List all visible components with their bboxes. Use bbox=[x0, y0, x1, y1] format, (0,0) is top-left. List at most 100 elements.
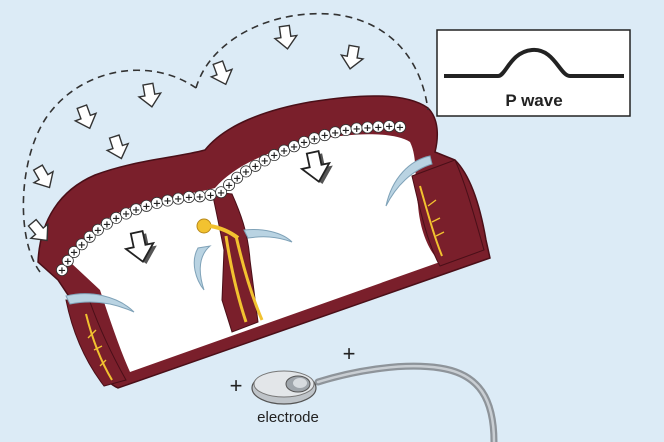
positive-charge: + bbox=[383, 120, 396, 133]
valve-leaflets bbox=[65, 155, 433, 313]
hollow-down-arrow bbox=[339, 44, 365, 70]
positive-charge: + bbox=[172, 192, 185, 205]
svg-text:+: + bbox=[174, 194, 182, 205]
positive-charge: + bbox=[288, 140, 301, 153]
svg-text:+: + bbox=[70, 248, 78, 259]
svg-text:+: + bbox=[261, 156, 269, 167]
positive-charge: + bbox=[268, 149, 281, 162]
svg-text:+: + bbox=[331, 128, 339, 139]
positive-charge: + bbox=[298, 135, 311, 149]
positive-charge: + bbox=[329, 126, 342, 139]
positive-charge: + bbox=[91, 223, 104, 236]
svg-text:+: + bbox=[196, 192, 204, 203]
positive-charge: + bbox=[161, 194, 174, 207]
positive-charge: + bbox=[83, 230, 96, 243]
svg-text:+: + bbox=[112, 214, 120, 225]
right-wall bbox=[411, 159, 485, 267]
positive-charge: + bbox=[75, 238, 88, 251]
svg-text:+: + bbox=[396, 123, 404, 134]
positive-charge: + bbox=[223, 178, 236, 192]
positive-charge: + bbox=[239, 165, 252, 178]
depolarization-arrows bbox=[123, 150, 333, 265]
field-line bbox=[22, 69, 197, 273]
positive-charge: + bbox=[215, 186, 228, 199]
positive-charge: + bbox=[350, 122, 363, 135]
svg-text:+: + bbox=[251, 161, 259, 172]
positive-charge-row: ++++++++++++++++++++++++++++++++++++ bbox=[56, 120, 406, 277]
positive-charge: + bbox=[339, 124, 352, 137]
conduction-system bbox=[85, 185, 445, 381]
svg-text:+: + bbox=[270, 151, 278, 162]
svg-text:+: + bbox=[321, 131, 329, 142]
svg-text:+: + bbox=[58, 266, 66, 277]
svg-text:+: + bbox=[363, 123, 371, 134]
electrode-assembly: + + electrode bbox=[230, 341, 498, 442]
svg-text:+: + bbox=[64, 256, 72, 267]
svg-text:+: + bbox=[94, 225, 102, 236]
svg-text:+: + bbox=[385, 122, 393, 133]
svg-text:+: + bbox=[242, 167, 250, 178]
electrode-polarity-left: + bbox=[230, 373, 243, 398]
svg-text:+: + bbox=[132, 205, 140, 216]
shadow-down-arrow bbox=[299, 150, 333, 185]
hollow-down-arrow bbox=[73, 104, 98, 130]
positive-charge: + bbox=[193, 190, 206, 203]
svg-text:+: + bbox=[163, 196, 171, 207]
electrode-disc bbox=[251, 370, 317, 405]
left-wall bbox=[65, 299, 127, 387]
positive-charge: + bbox=[361, 121, 374, 134]
svg-text:+: + bbox=[103, 219, 111, 230]
positive-charge: + bbox=[56, 263, 69, 277]
svg-text:+: + bbox=[233, 173, 241, 184]
svg-text:+: + bbox=[142, 201, 150, 212]
positive-charge: + bbox=[393, 121, 406, 134]
septum bbox=[211, 191, 259, 333]
svg-text:+: + bbox=[280, 146, 288, 157]
positive-charge: + bbox=[258, 154, 271, 167]
hollow-down-arrow bbox=[32, 164, 55, 189]
positive-charge: + bbox=[140, 199, 153, 212]
p-wave-trace bbox=[444, 47, 624, 78]
svg-text:+: + bbox=[85, 232, 93, 243]
positive-charge: + bbox=[204, 188, 217, 201]
positive-charge: + bbox=[318, 129, 331, 142]
hollow-down-arrow bbox=[273, 24, 299, 50]
atrial-cavity bbox=[70, 134, 440, 372]
hollow-down-arrow bbox=[105, 134, 130, 160]
av-node bbox=[196, 218, 212, 234]
electrode-polarity-top: + bbox=[343, 341, 356, 366]
heart-section: ++++++++++++++++++++++++++++++++++++ bbox=[37, 95, 491, 389]
svg-text:+: + bbox=[310, 134, 318, 145]
positive-charge: + bbox=[110, 211, 123, 225]
svg-text:+: + bbox=[185, 193, 193, 204]
svg-text:+: + bbox=[300, 138, 308, 149]
positive-charge: + bbox=[249, 159, 262, 172]
positive-charge: + bbox=[182, 190, 195, 204]
p-wave-label: P wave bbox=[505, 91, 562, 110]
positive-charge: + bbox=[120, 207, 133, 220]
hollow-down-arrow bbox=[209, 60, 234, 86]
svg-text:+: + bbox=[122, 209, 130, 220]
svg-text:+: + bbox=[342, 126, 350, 137]
positive-charge: + bbox=[278, 144, 291, 157]
hollow-down-arrow bbox=[27, 218, 49, 242]
svg-text:+: + bbox=[217, 188, 225, 199]
positive-charge: + bbox=[231, 171, 244, 184]
svg-text:+: + bbox=[153, 199, 161, 210]
svg-text:+: + bbox=[225, 181, 233, 192]
hollow-down-arrow bbox=[137, 82, 163, 108]
positive-charge: + bbox=[68, 245, 81, 259]
electric-field bbox=[22, 12, 429, 273]
svg-text:+: + bbox=[290, 142, 298, 153]
positive-charge: + bbox=[100, 217, 113, 230]
positive-charge: + bbox=[308, 132, 321, 145]
svg-text:+: + bbox=[206, 190, 214, 201]
positive-charge: + bbox=[150, 196, 163, 210]
svg-text:+: + bbox=[352, 124, 360, 135]
positive-charge: + bbox=[130, 203, 143, 216]
electrode-label: electrode bbox=[257, 409, 319, 426]
positive-charge: + bbox=[372, 120, 385, 133]
p-wave-inset: P wave bbox=[436, 29, 631, 117]
shadow-down-arrow bbox=[123, 230, 157, 265]
